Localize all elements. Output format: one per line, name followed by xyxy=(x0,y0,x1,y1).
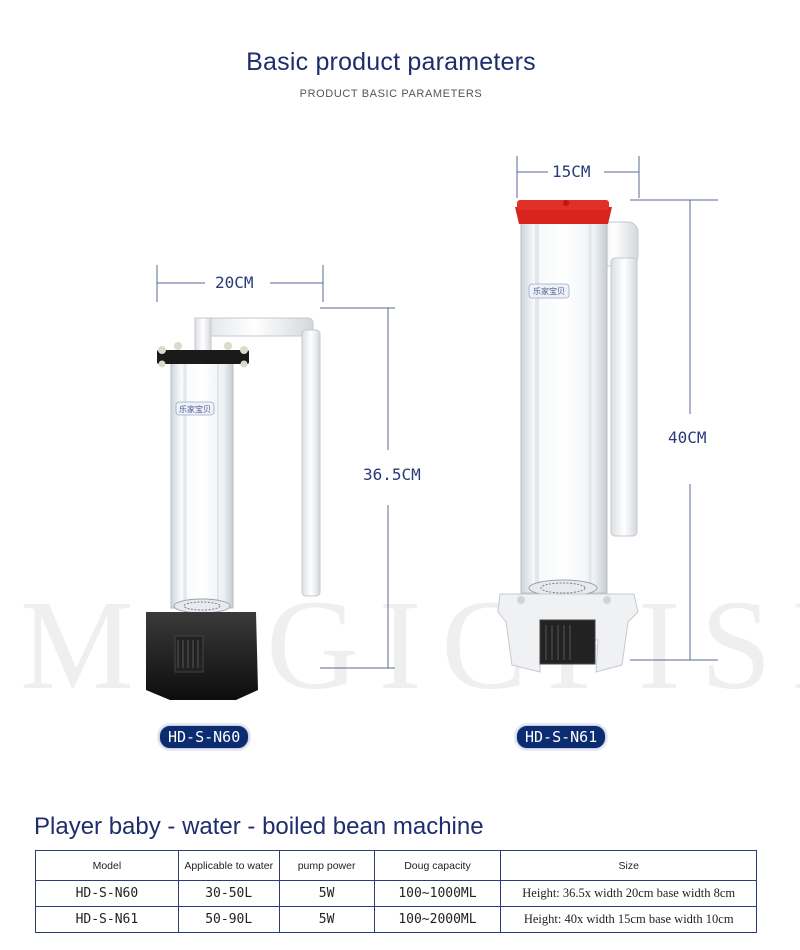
section-title: Player baby - water - boiled bean machin… xyxy=(34,813,484,840)
model-badge-n61: HD-S-N61 xyxy=(516,725,607,749)
cell-water: 30-50L xyxy=(177,880,280,907)
cell-pump-power: 5W xyxy=(278,906,375,933)
width-dimension-n60 xyxy=(156,265,324,302)
cell-capacity: 100~2000ML xyxy=(373,906,502,933)
logo-text-n60: 乐家宝贝 xyxy=(179,404,211,414)
cell-pump-power: 5W xyxy=(278,880,375,907)
height-label-n61: 40CM xyxy=(668,428,707,447)
model-badge-n60: HD-S-N60 xyxy=(159,725,250,749)
cell-size: Height: 36.5x width 20cm base width 8cm xyxy=(500,880,757,907)
header-water: Applicable to water xyxy=(177,850,280,881)
width-label-n60: 20CM xyxy=(215,273,254,292)
cell-capacity: 100~1000ML xyxy=(373,880,502,907)
header-capacity: Doug capacity xyxy=(373,850,502,881)
product-n61-illustration: 乐家宝贝 xyxy=(497,156,718,673)
product-illustrations: 乐家宝贝 xyxy=(146,156,718,700)
header-size: Size xyxy=(500,850,757,881)
height-dimension-n60 xyxy=(320,307,395,669)
table-row: HD-S-N60 30-50L 5W 100~1000ML Height: 36… xyxy=(35,880,757,907)
logo-text-n61: 乐家宝贝 xyxy=(533,286,565,296)
page-subtitle: PRODUCT BASIC PARAMETERS xyxy=(299,88,483,100)
table-header-row: Model Applicable to water pump power Dou… xyxy=(35,850,757,881)
spec-table: Model Applicable to water pump power Dou… xyxy=(35,850,757,933)
cell-water: 50-90L xyxy=(177,906,280,933)
page-title: Basic product parameters xyxy=(246,48,536,76)
width-dimension-n61 xyxy=(516,156,640,198)
cell-model: HD-S-N60 xyxy=(35,880,179,907)
header-model: Model xyxy=(35,850,179,881)
header-pump-power: pump power xyxy=(278,850,375,881)
cell-model: HD-S-N61 xyxy=(35,906,179,933)
product-n60-illustration: 乐家宝贝 xyxy=(146,265,395,700)
cell-size: Height: 40x width 15cm base width 10cm xyxy=(500,906,757,933)
table-row: HD-S-N61 50-90L 5W 100~2000ML Height: 40… xyxy=(35,906,757,933)
height-dimension-n61 xyxy=(630,199,718,661)
height-label-n60: 36.5CM xyxy=(363,465,421,484)
width-label-n61: 15CM xyxy=(552,162,591,181)
